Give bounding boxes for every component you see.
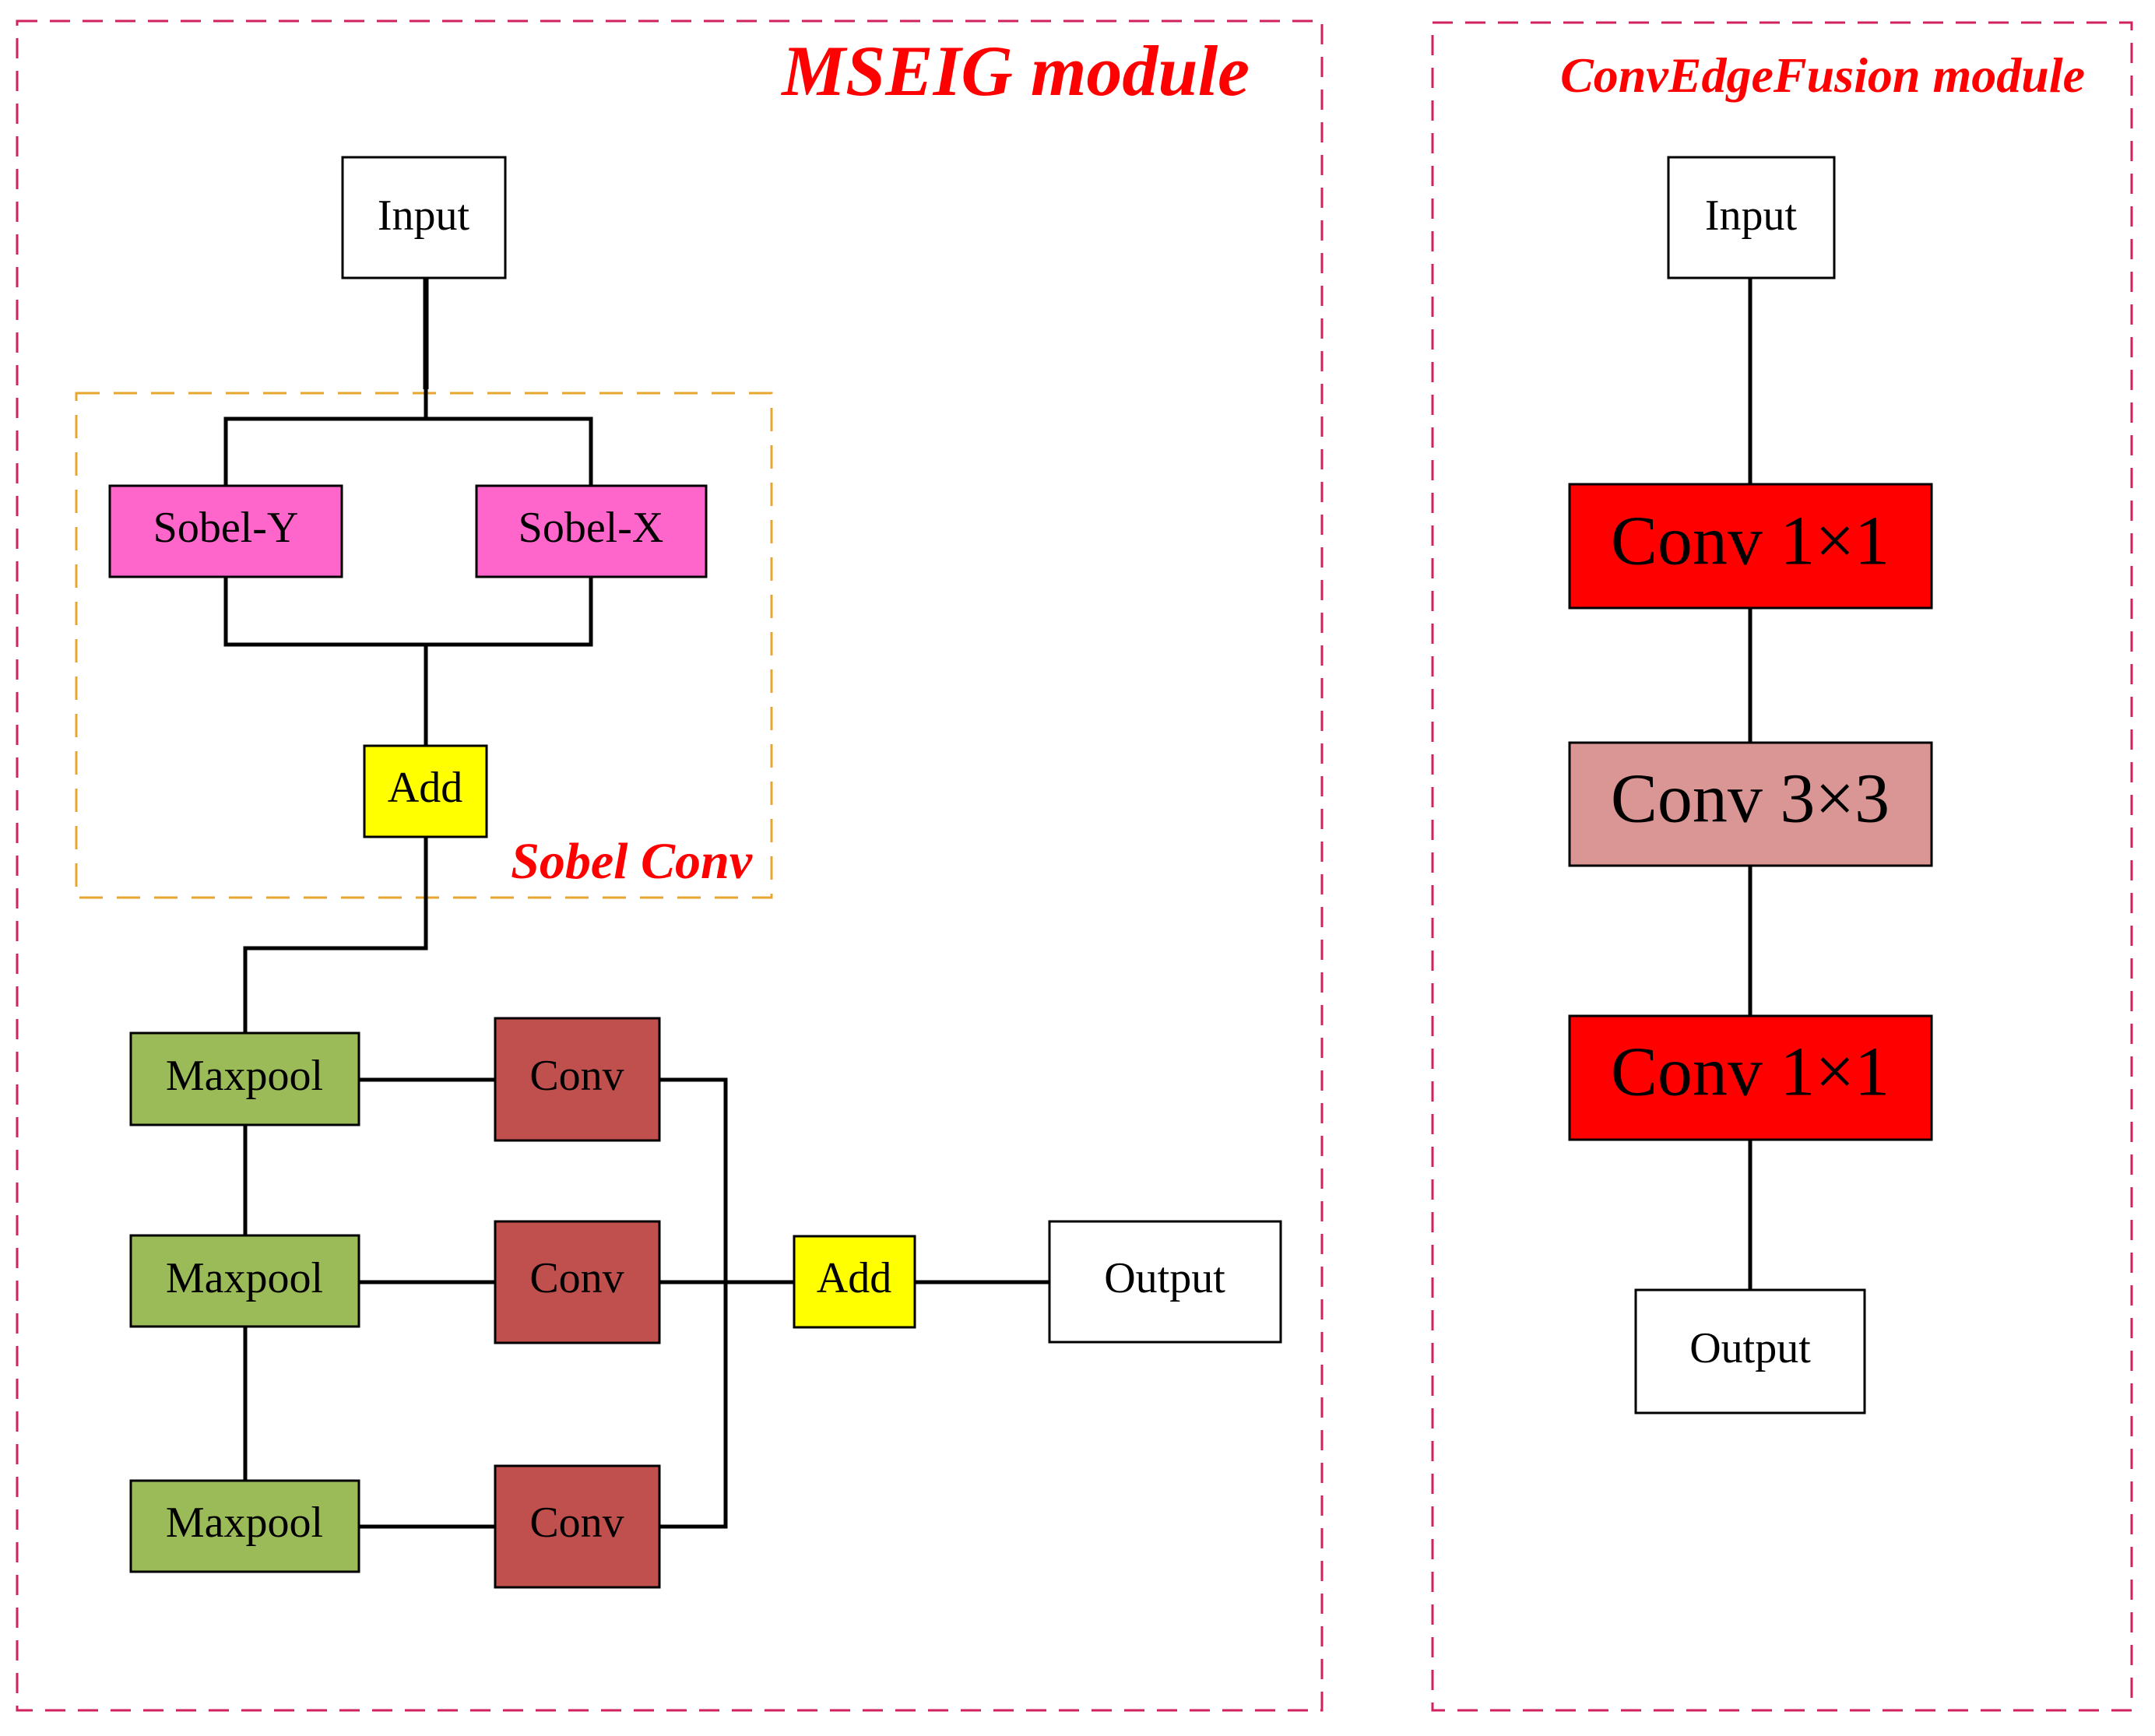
ceff-conv1x1-a-label: Conv 1×1 (1611, 503, 1890, 580)
edge-conv-1-to-bus (659, 1077, 728, 1282)
edge-split-to-sobel-x (426, 416, 593, 487)
mseig-output-label: Output (1104, 1254, 1225, 1302)
mseig-input-label: Input (378, 192, 470, 240)
maxpool-3-label: Maxpool (166, 1499, 323, 1547)
edge-conv-3-to-bus (659, 1282, 728, 1529)
ceff-conv1x1-b-node: Conv 1×1 (1568, 1014, 1933, 1141)
ceff-conv1x1-b-label: Conv 1×1 (1611, 1034, 1890, 1111)
edge-add-to-maxpool-1 (243, 837, 428, 1034)
edge-sobel-x-to-join (426, 577, 593, 647)
convedgefusion-module-frame (1431, 21, 2133, 1712)
conv-1-node: Conv (494, 1017, 661, 1142)
maxpool-1-label: Maxpool (166, 1052, 323, 1100)
sobel-y-node: Sobel-Y (108, 484, 343, 578)
mseig-output-node: Output (1048, 1220, 1282, 1344)
ceff-output-label: Output (1689, 1324, 1811, 1372)
mseig-input-node: Input (341, 156, 507, 279)
ceff-output-node: Output (1634, 1288, 1866, 1414)
output-add-label: Add (817, 1254, 891, 1302)
ceff-input-label: Input (1705, 192, 1798, 240)
ceff-conv3x3-node: Conv 3×3 (1568, 741, 1933, 867)
sobel-add-node: Add (363, 744, 488, 838)
mseig-module-frame (16, 19, 1324, 1712)
output-add-node: Add (793, 1235, 916, 1329)
sobel-x-label: Sobel-X (519, 504, 664, 552)
edge-split-to-sobel-y (223, 389, 428, 487)
conv-3-node: Conv (494, 1464, 661, 1589)
maxpool-3-node: Maxpool (129, 1479, 360, 1573)
sobel-y-label: Sobel-Y (153, 504, 299, 552)
sobel-conv-title: Sobel Conv (511, 833, 753, 890)
edge-sobel-y-to-join (223, 577, 426, 647)
mseig-connectors (223, 278, 1050, 1529)
ceff-conv1x1-a-node: Conv 1×1 (1568, 483, 1933, 610)
conv-2-label: Conv (529, 1254, 624, 1302)
maxpool-2-label: Maxpool (166, 1254, 323, 1302)
conv-1-label: Conv (529, 1052, 624, 1100)
conv-2-node: Conv (494, 1220, 661, 1344)
maxpool-1-node: Maxpool (129, 1031, 360, 1126)
conv-3-label: Conv (529, 1499, 624, 1547)
ceff-conv3x3-label: Conv 3×3 (1611, 761, 1890, 838)
maxpool-2-node: Maxpool (129, 1234, 360, 1328)
sobel-x-node: Sobel-X (475, 484, 708, 578)
mseig-title: MSEIG module (780, 31, 1250, 111)
ceff-input-node: Input (1667, 156, 1836, 279)
convedgefusion-title: ConvEdgeFusion module (1560, 47, 2085, 103)
sobel-add-label: Add (388, 764, 462, 812)
